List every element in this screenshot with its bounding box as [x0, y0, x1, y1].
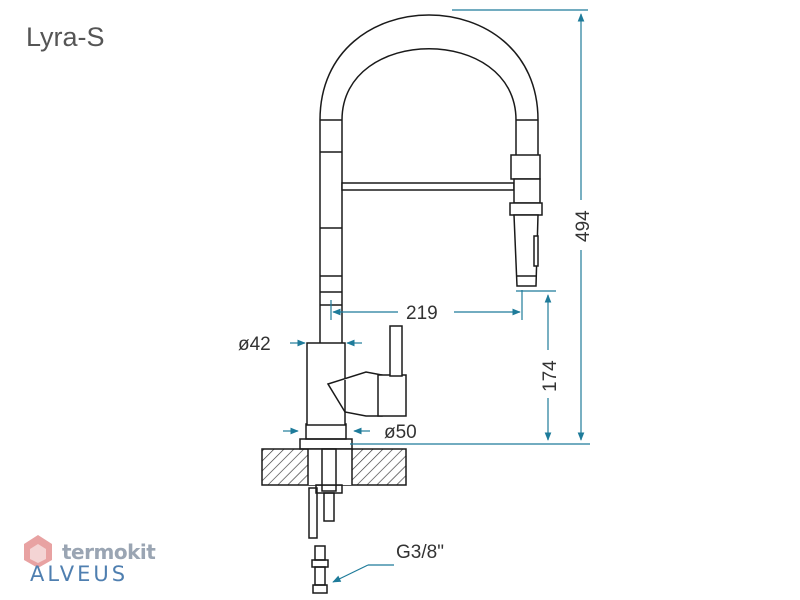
- label-494: 494: [573, 210, 594, 242]
- label-g38: G3/8": [396, 542, 444, 563]
- dimension-spout-height: 174: [534, 294, 564, 441]
- dimension-counter-diameter: ø50: [283, 422, 417, 443]
- support-bar: [341, 182, 515, 191]
- label-o50: ø50: [384, 422, 417, 443]
- supply-hose: [308, 487, 329, 594]
- label-174: 174: [540, 360, 561, 392]
- extension-lines: [330, 9, 590, 445]
- logo-alveus: ALVEUS: [30, 562, 129, 586]
- label-219: 219: [406, 303, 438, 324]
- product-title: Lyra-S: [26, 22, 105, 52]
- spray-head: [509, 154, 543, 287]
- termokit-logo-icon: [24, 535, 52, 568]
- base-flange: [299, 423, 353, 450]
- spout-arch: [319, 14, 539, 155]
- dimension-spout-reach: 219: [332, 300, 521, 324]
- watermark-termokit: termokit: [62, 540, 156, 564]
- countertop: [261, 448, 407, 486]
- dimension-height-total: 494: [566, 13, 596, 441]
- dimension-connection: G3/8": [332, 542, 444, 583]
- label-o42: ø42: [238, 334, 271, 355]
- faucet-body: [306, 325, 407, 426]
- dimension-base-diameter: ø42: [238, 334, 362, 355]
- faucet-column: [319, 120, 343, 343]
